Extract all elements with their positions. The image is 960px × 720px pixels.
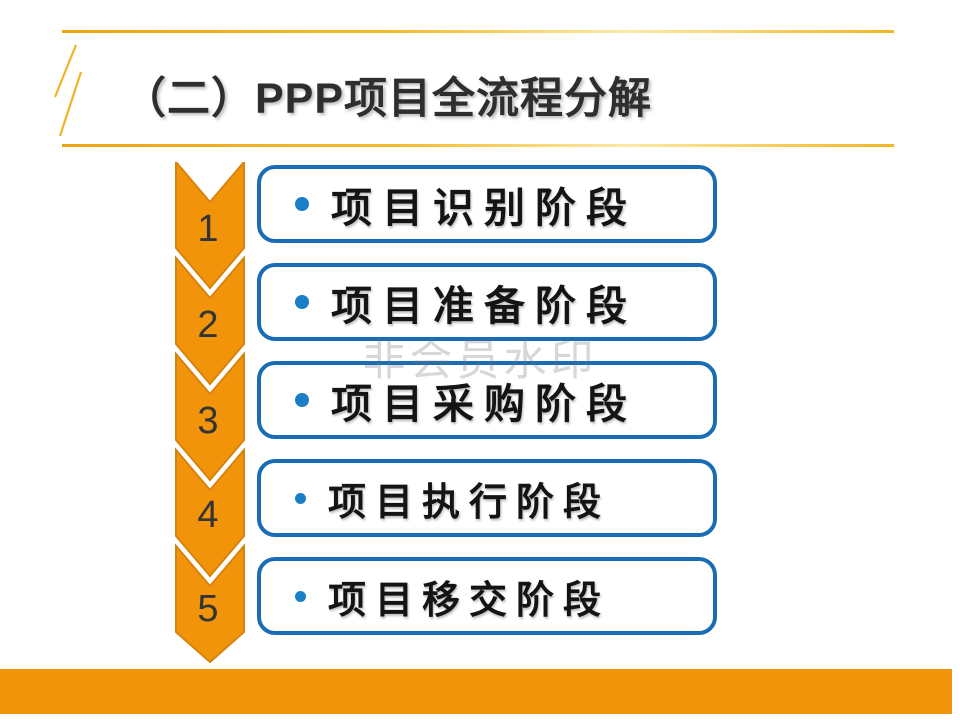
chevron-segment-3 [175,351,245,482]
slant-line-1 [53,44,78,98]
stage-box-handover: 项目移交阶段 [257,557,717,635]
stage-chevron-column: 1 2 3 4 5 [175,162,245,664]
header-rule-bottom [62,144,894,147]
stage-label: 项目采购阶段 [331,381,637,427]
page-title: （二）PPP项目全流程分解 [123,75,653,123]
bullet-icon [295,197,309,211]
bullet-icon [295,295,309,309]
stage-box-preparation: 项目准备阶段 [257,263,717,341]
stage-box-execution: 项目执行阶段 [257,459,717,537]
stage-label: 项目识别阶段 [331,185,637,231]
header-rule-top [62,30,894,33]
stage-label: 项目移交阶段 [328,579,611,622]
chevron-segment-4 [175,447,245,578]
bullet-icon [295,393,309,407]
stage-number-4: 4 [197,494,218,536]
chevron-segment-1 [175,162,245,290]
bullet-icon [295,492,306,504]
slant-line-2 [58,71,83,137]
stage-box-procurement: 项目采购阶段 [257,361,717,439]
chevron-segment-2 [175,255,245,386]
stage-number-1: 1 [197,208,218,250]
stage-label: 项目准备阶段 [331,283,637,329]
stage-box-identification: 项目识别阶段 [257,165,717,243]
stage-number-5: 5 [197,588,218,630]
stage-number-2: 2 [197,304,218,346]
footer-accent-bar [0,669,952,714]
header-slant-lines [53,44,83,137]
stage-number-3: 3 [197,400,218,442]
bullet-icon [295,590,306,602]
stage-label: 项目执行阶段 [328,481,611,524]
chevron-segment-5 [175,543,245,664]
